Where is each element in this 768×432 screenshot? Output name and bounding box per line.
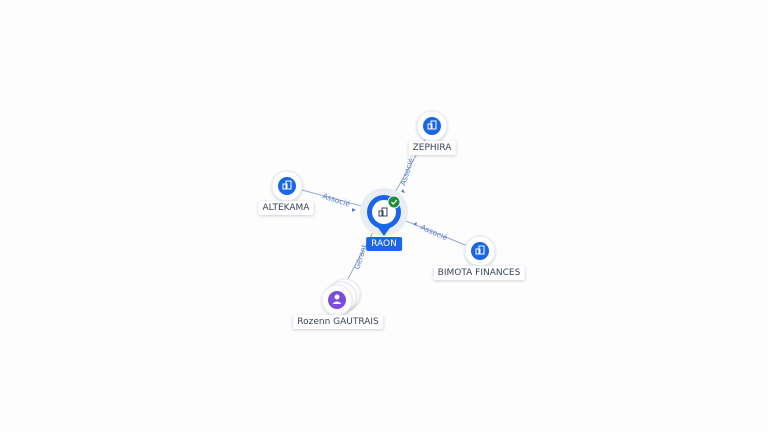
arrow-zephira [401,189,405,193]
check-icon [387,195,401,209]
node-altekama[interactable] [271,170,303,202]
node-label-altekama[interactable]: ALTEKAMA [258,201,314,215]
node-zephira[interactable] [416,110,448,142]
node-label-bimota[interactable]: BIMOTA FINANCES [433,266,525,280]
edge-label-bimota: Associé [419,223,449,243]
building-icon [427,120,437,130]
building-icon [282,180,292,190]
edge-label-altekama: Associé [321,191,351,208]
node-gautrais[interactable] [321,278,361,316]
person-icon [332,294,342,304]
node-label-zephira[interactable]: ZEPHIRA [408,141,456,155]
arrow-altekama [352,208,356,212]
building-icon [378,207,388,217]
node-bimota[interactable] [464,235,496,267]
node-label-gautrais[interactable]: Rozenn GAUTRAIS [293,315,383,329]
arrow-bimota [413,222,417,226]
center-label-raon[interactable]: RAON [366,237,402,251]
node-raon[interactable] [360,188,408,236]
building-icon [475,245,485,255]
edge-label-zephira: Associé [398,157,415,187]
